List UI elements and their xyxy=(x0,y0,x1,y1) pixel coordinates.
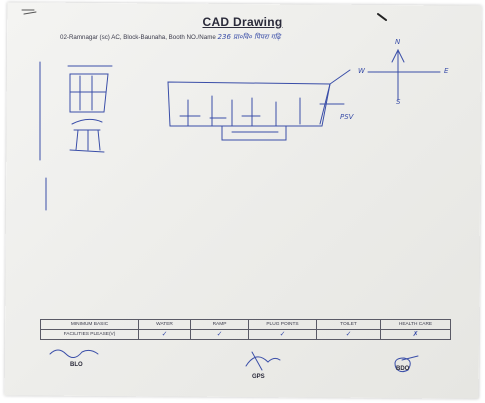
compass-west: W xyxy=(358,67,365,75)
subtitle-handwritten: 236 प्रा०वि० पिपरा गढ़ि xyxy=(217,33,281,41)
building-sketch-top xyxy=(67,65,113,113)
document-subtitle: 02-Ramnagar (sc) AC, Block-Baunaha, Boot… xyxy=(60,33,280,42)
subtitle-printed: 02-Ramnagar (sc) AC, Block-Baunaha, Boot… xyxy=(60,34,216,41)
blo-label: BLO xyxy=(70,362,83,368)
compass-east: E xyxy=(444,67,449,75)
blo-signature xyxy=(49,349,99,358)
facility-table: MINIMUM BASIC WATER RAMP PLUG POINTS TOI… xyxy=(40,319,451,340)
facility-value-row: FACILITIES PLEASE(V) ✓ ✓ ✓ ✓ ✗ xyxy=(40,329,451,340)
bdo-signature xyxy=(394,355,419,373)
bdo-label: BDO xyxy=(396,366,410,372)
document-title: CAD Drawing xyxy=(202,15,283,29)
gps-label: GPS xyxy=(252,374,265,380)
compass-south: S xyxy=(396,98,401,106)
compass-rose xyxy=(367,48,441,101)
building-sketch-bottom xyxy=(69,118,105,153)
health-care-mark: ✗ xyxy=(380,329,451,340)
sketch-label-psv: PSV xyxy=(340,113,354,121)
site-plan-sketch xyxy=(167,69,351,141)
ink-mark xyxy=(377,13,387,21)
corner-mark xyxy=(21,9,37,15)
compass-north: N xyxy=(395,38,401,46)
gps-signature xyxy=(245,351,281,371)
